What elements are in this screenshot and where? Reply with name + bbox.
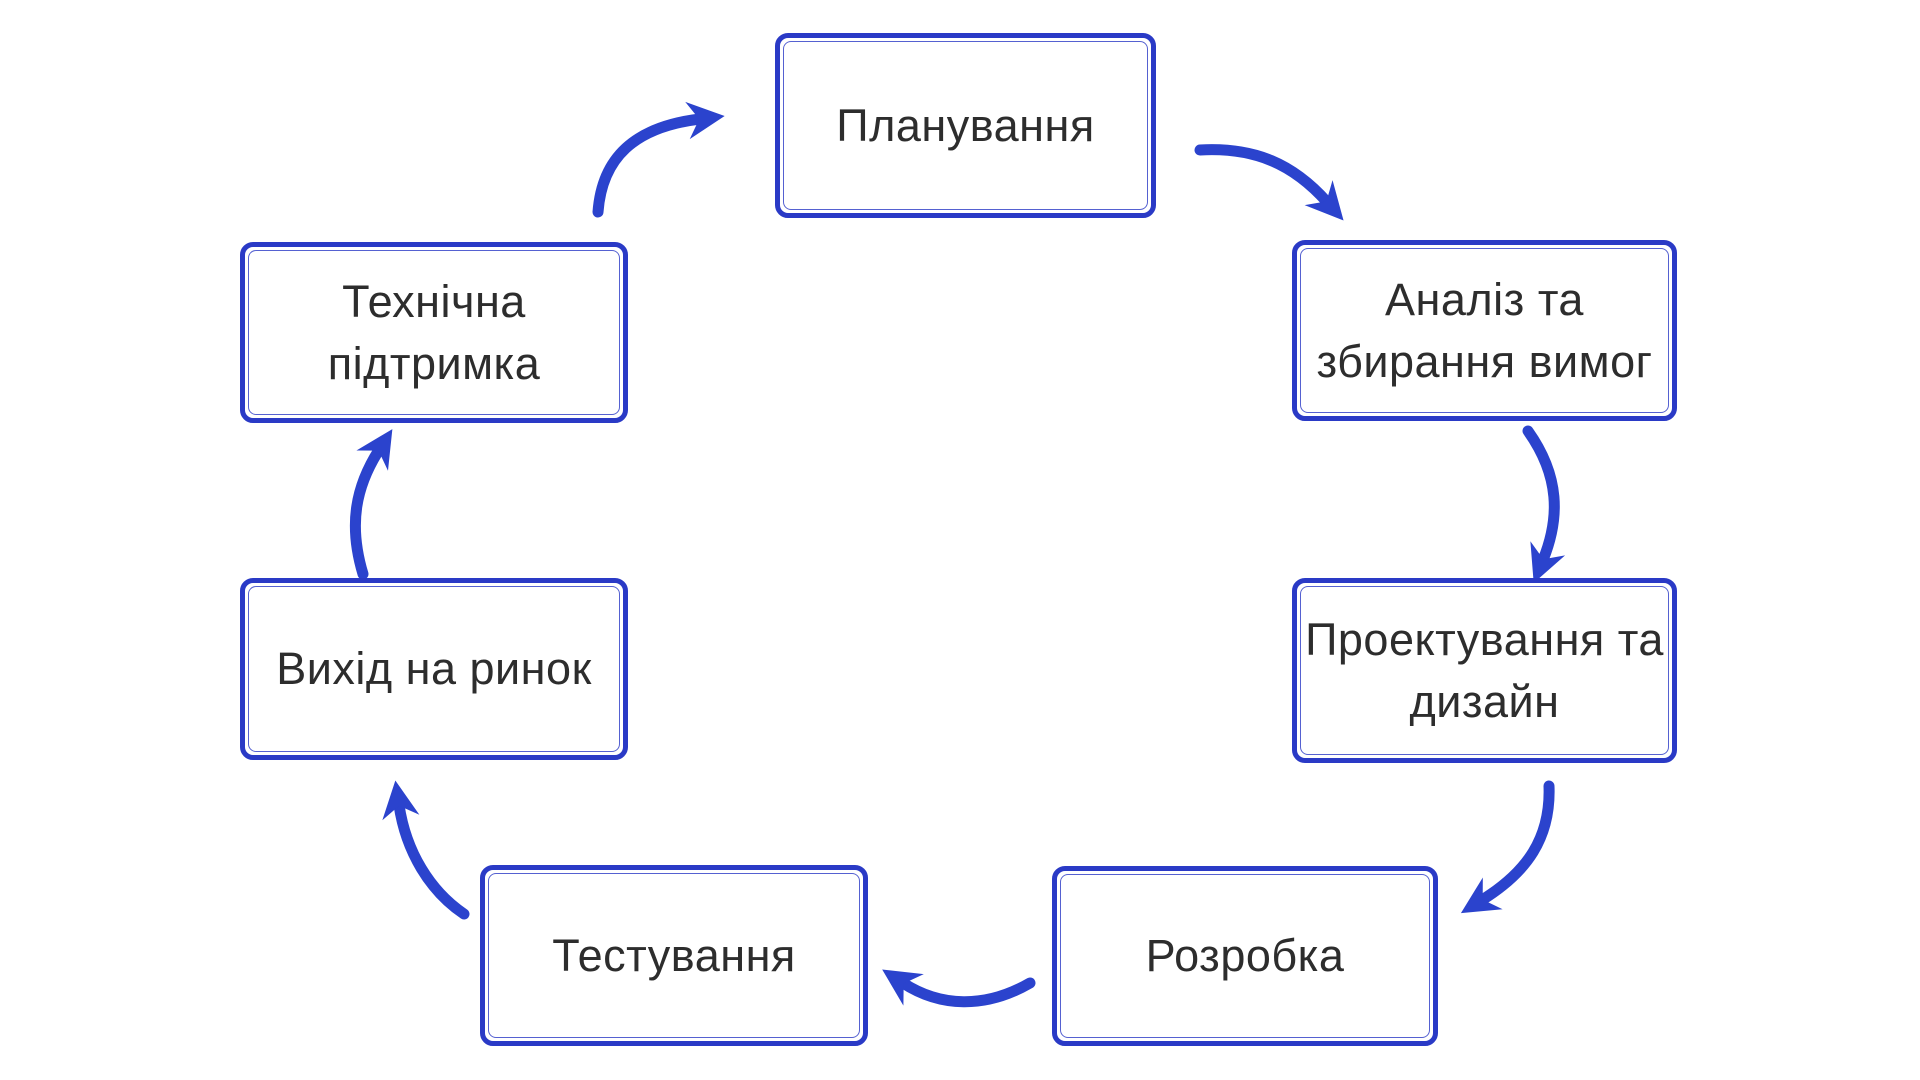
- node-analysis-label: Аналіз та збирання вимог: [1316, 274, 1653, 387]
- node-support: Технічна підтримка: [240, 242, 628, 423]
- node-planning: Планування: [775, 33, 1156, 218]
- node-testing-label: Тестування: [552, 929, 796, 981]
- node-development: Розробка: [1052, 866, 1438, 1046]
- node-design: Проектування та дизайн: [1292, 578, 1677, 763]
- arrow-support-to-planning: [592, 101, 725, 218]
- node-planning-label: Планування: [836, 99, 1095, 151]
- arrow-analysis-to-design: [1522, 425, 1566, 584]
- arrow-design-to-development: [1460, 780, 1555, 914]
- arrow-launch-to-support: [349, 429, 393, 580]
- node-support-label: Технічна підтримка: [327, 276, 541, 389]
- arrow-development-to-testing: [882, 969, 1036, 1008]
- node-launch: Вихід на ринок: [240, 578, 628, 760]
- node-design-label: Проектування та дизайн: [1305, 614, 1664, 727]
- arrow-planning-to-analysis: [1194, 144, 1344, 221]
- node-launch-label: Вихід на ринок: [276, 643, 592, 695]
- arrow-testing-to-launch: [382, 780, 470, 920]
- node-development-label: Розробка: [1145, 930, 1345, 982]
- node-analysis: Аналіз та збирання вимог: [1292, 240, 1677, 421]
- node-testing: Тестування: [480, 865, 868, 1046]
